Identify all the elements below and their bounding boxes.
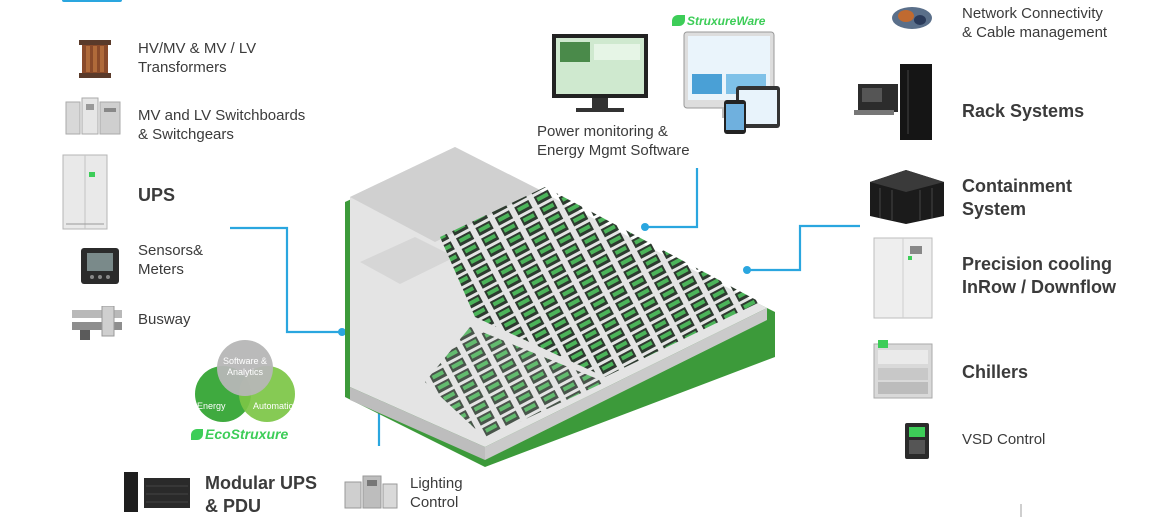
ecostruxure-logo: EcoStruxure	[191, 426, 288, 442]
racks-label: Rack Systems	[962, 101, 1085, 121]
containment-icon	[866, 168, 946, 226]
precision-cooling-icon	[872, 236, 934, 320]
header-fragment	[62, 0, 202, 4]
busway-label: Busway	[138, 311, 191, 328]
struxure-leaf-icon	[672, 15, 685, 26]
datacenter-floor-illustration	[345, 147, 775, 467]
struxureware-logo: StruxureWare	[672, 14, 765, 28]
ups-label: UPS	[138, 185, 176, 205]
vsd-label: VSD Control	[962, 431, 1046, 448]
transformer-icon	[78, 38, 112, 80]
busway-icon	[72, 306, 122, 342]
venn-energy-label: Energy	[197, 401, 226, 411]
modular-ups-label: Modular UPS& PDU	[205, 473, 318, 516]
monitor-screens-icon	[548, 30, 796, 142]
ecostruxure-leaf-icon	[191, 429, 203, 440]
cable-management-icon	[890, 2, 936, 32]
chillers-label: Chillers	[962, 362, 1029, 382]
corner-divider	[1020, 504, 1022, 517]
ecostruxure-venn: Software &Analytics Energy Automation Ec…	[185, 338, 305, 446]
sensors-label: Sensors&Meters	[138, 242, 204, 278]
ups-cabinet-icon	[62, 154, 108, 230]
software-label: Power monitoring &Energy Mgmt Software	[537, 123, 690, 159]
modular-ups-icon	[122, 470, 192, 514]
venn-software-label: Software &Analytics	[222, 356, 268, 377]
chiller-icon	[872, 338, 934, 400]
switchboard-icon	[64, 96, 122, 136]
venn-automation-label: Automation	[253, 401, 299, 411]
lighting-control-icon	[343, 472, 399, 510]
rack-icon	[852, 62, 936, 142]
switchboards-label: MV and LV Switchboards& Switchgears	[138, 107, 306, 143]
meter-icon	[80, 247, 120, 285]
network-label: Network Connectivity& Cable management	[962, 5, 1108, 41]
vsd-drive-icon	[904, 422, 930, 460]
